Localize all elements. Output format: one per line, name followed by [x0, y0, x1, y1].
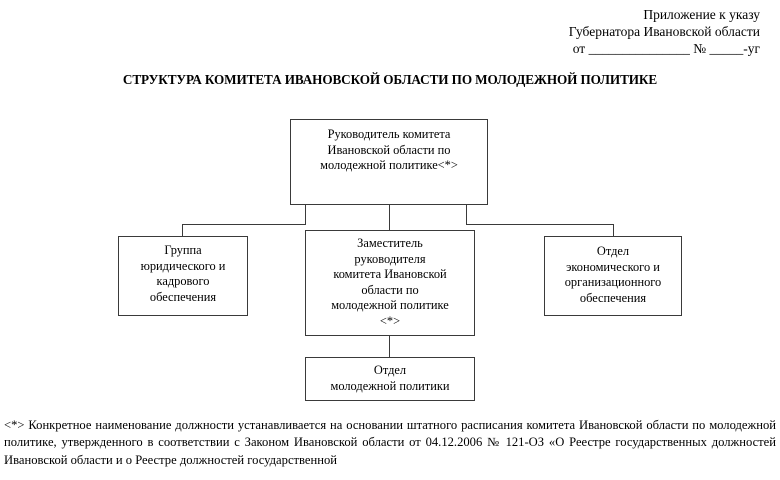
footnote-text: <*> Конкретное наименование должности ус… [4, 418, 776, 467]
page-title: СТРУКТУРА КОМИТЕТА ИВАНОВСКОЙ ОБЛАСТИ ПО… [122, 72, 658, 87]
node-youth-policy-department[interactable]: Отдел молодежной политики [305, 357, 475, 401]
node-deputy-label: Заместитель руководителя комитета Иванов… [331, 236, 449, 328]
edge-deputy-bottom [389, 336, 390, 357]
node-head-label: Руководитель комитета Ивановской области… [320, 127, 458, 173]
edge-head-right-horizontal [466, 224, 613, 225]
node-deputy-head[interactable]: Заместитель руководителя комитета Иванов… [305, 230, 475, 336]
edge-head-left-horizontal [182, 224, 306, 225]
node-legal-group-label: Группа юридического и кадрового обеспече… [140, 243, 226, 304]
node-head-of-committee[interactable]: Руководитель комитета Ивановской области… [290, 119, 488, 205]
edge-head-right-stub [466, 205, 467, 224]
node-economic-dept-label: Отдел экономического и организационного … [564, 244, 662, 305]
document-header: Приложение к указу Губернатора Ивановско… [0, 6, 760, 57]
header-line-governor: Губернатора Ивановской области [568, 24, 760, 39]
node-youth-policy-dept-label: Отдел молодежной политики [330, 363, 450, 393]
edge-head-deputy [389, 205, 390, 230]
edge-head-left-drop [182, 224, 183, 236]
node-legal-and-hr-group[interactable]: Группа юридического и кадрового обеспече… [118, 236, 248, 316]
node-economic-organizational-department[interactable]: Отдел экономического и организационного … [544, 236, 682, 316]
header-line-decree-number: от _______________ № _____-уг [572, 41, 760, 56]
edge-head-left-stub [305, 205, 306, 224]
edge-head-right-drop [613, 224, 614, 236]
header-line-appendix: Приложение к указу [643, 7, 760, 22]
